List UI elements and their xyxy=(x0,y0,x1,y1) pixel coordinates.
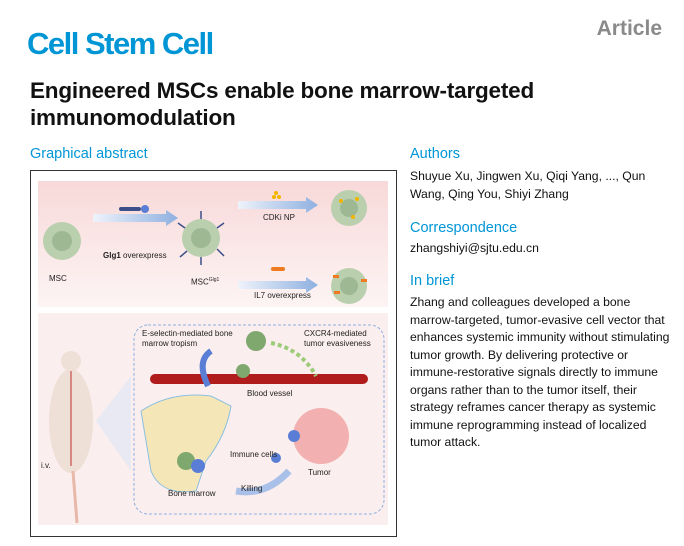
label-cdki-np: CDKi NP xyxy=(263,213,296,222)
il7-loaded-cell-icon xyxy=(331,268,367,304)
article-type-label: Article xyxy=(596,17,662,40)
article-title: Engineered MSCs enable bone marrow-targe… xyxy=(30,78,535,130)
authors-heading: Authors xyxy=(410,146,460,162)
msc-glg1-cell-icon xyxy=(177,211,225,265)
label-tumor: Tumor xyxy=(308,468,331,477)
graphical-abstract-illustration xyxy=(38,181,388,525)
label-cxcr4: CXCR4-mediated tumor evasiveness xyxy=(304,329,371,348)
mouse-icon xyxy=(49,351,93,524)
label-e-selectin: E-selectin-mediated bone marrow tropism xyxy=(142,329,233,348)
msc-cell-icon xyxy=(43,222,81,260)
label-glg1: Glg1 xyxy=(103,251,121,260)
authors-list: Shuyue Xu, Jingwen Xu, Qiqi Yang, ..., Q… xyxy=(410,169,646,201)
label-overexpress: overexpress xyxy=(120,251,167,260)
label-iv: i.v. xyxy=(41,461,51,470)
blood-vessel-icon xyxy=(150,374,368,384)
label-blood-vessel: Blood vessel xyxy=(247,389,293,398)
tumor-icon xyxy=(293,408,349,464)
correspondence-email[interactable]: zhangshiyi@sjtu.edu.cn xyxy=(410,241,539,255)
label-bone-marrow: Bone marrow xyxy=(168,489,216,498)
label-msc-glg1-sup: Glg1 xyxy=(208,277,220,283)
graphical-abstract: MSC Glg1 overexpress MSCGlg1 CDKi NP IL7… xyxy=(30,170,397,537)
label-msc-glg1: MSC xyxy=(191,277,209,287)
bone-marrow-icon xyxy=(140,394,232,493)
in-brief-text: Zhang and colleagues developed a bone ma… xyxy=(410,295,670,449)
label-il7-overexpress: IL7 overexpress xyxy=(254,291,311,300)
in-brief-heading: In brief xyxy=(410,273,455,289)
label-immune-cells: Immune cells xyxy=(230,450,278,459)
cdki-loaded-cell-icon xyxy=(331,190,367,226)
label-killing: Killing xyxy=(241,484,263,493)
journal-logo: Cell Stem Cell xyxy=(27,26,214,61)
correspondence-heading: Correspondence xyxy=(410,220,518,236)
label-msc: MSC xyxy=(49,274,67,283)
graphical-abstract-heading: Graphical abstract xyxy=(30,146,148,162)
